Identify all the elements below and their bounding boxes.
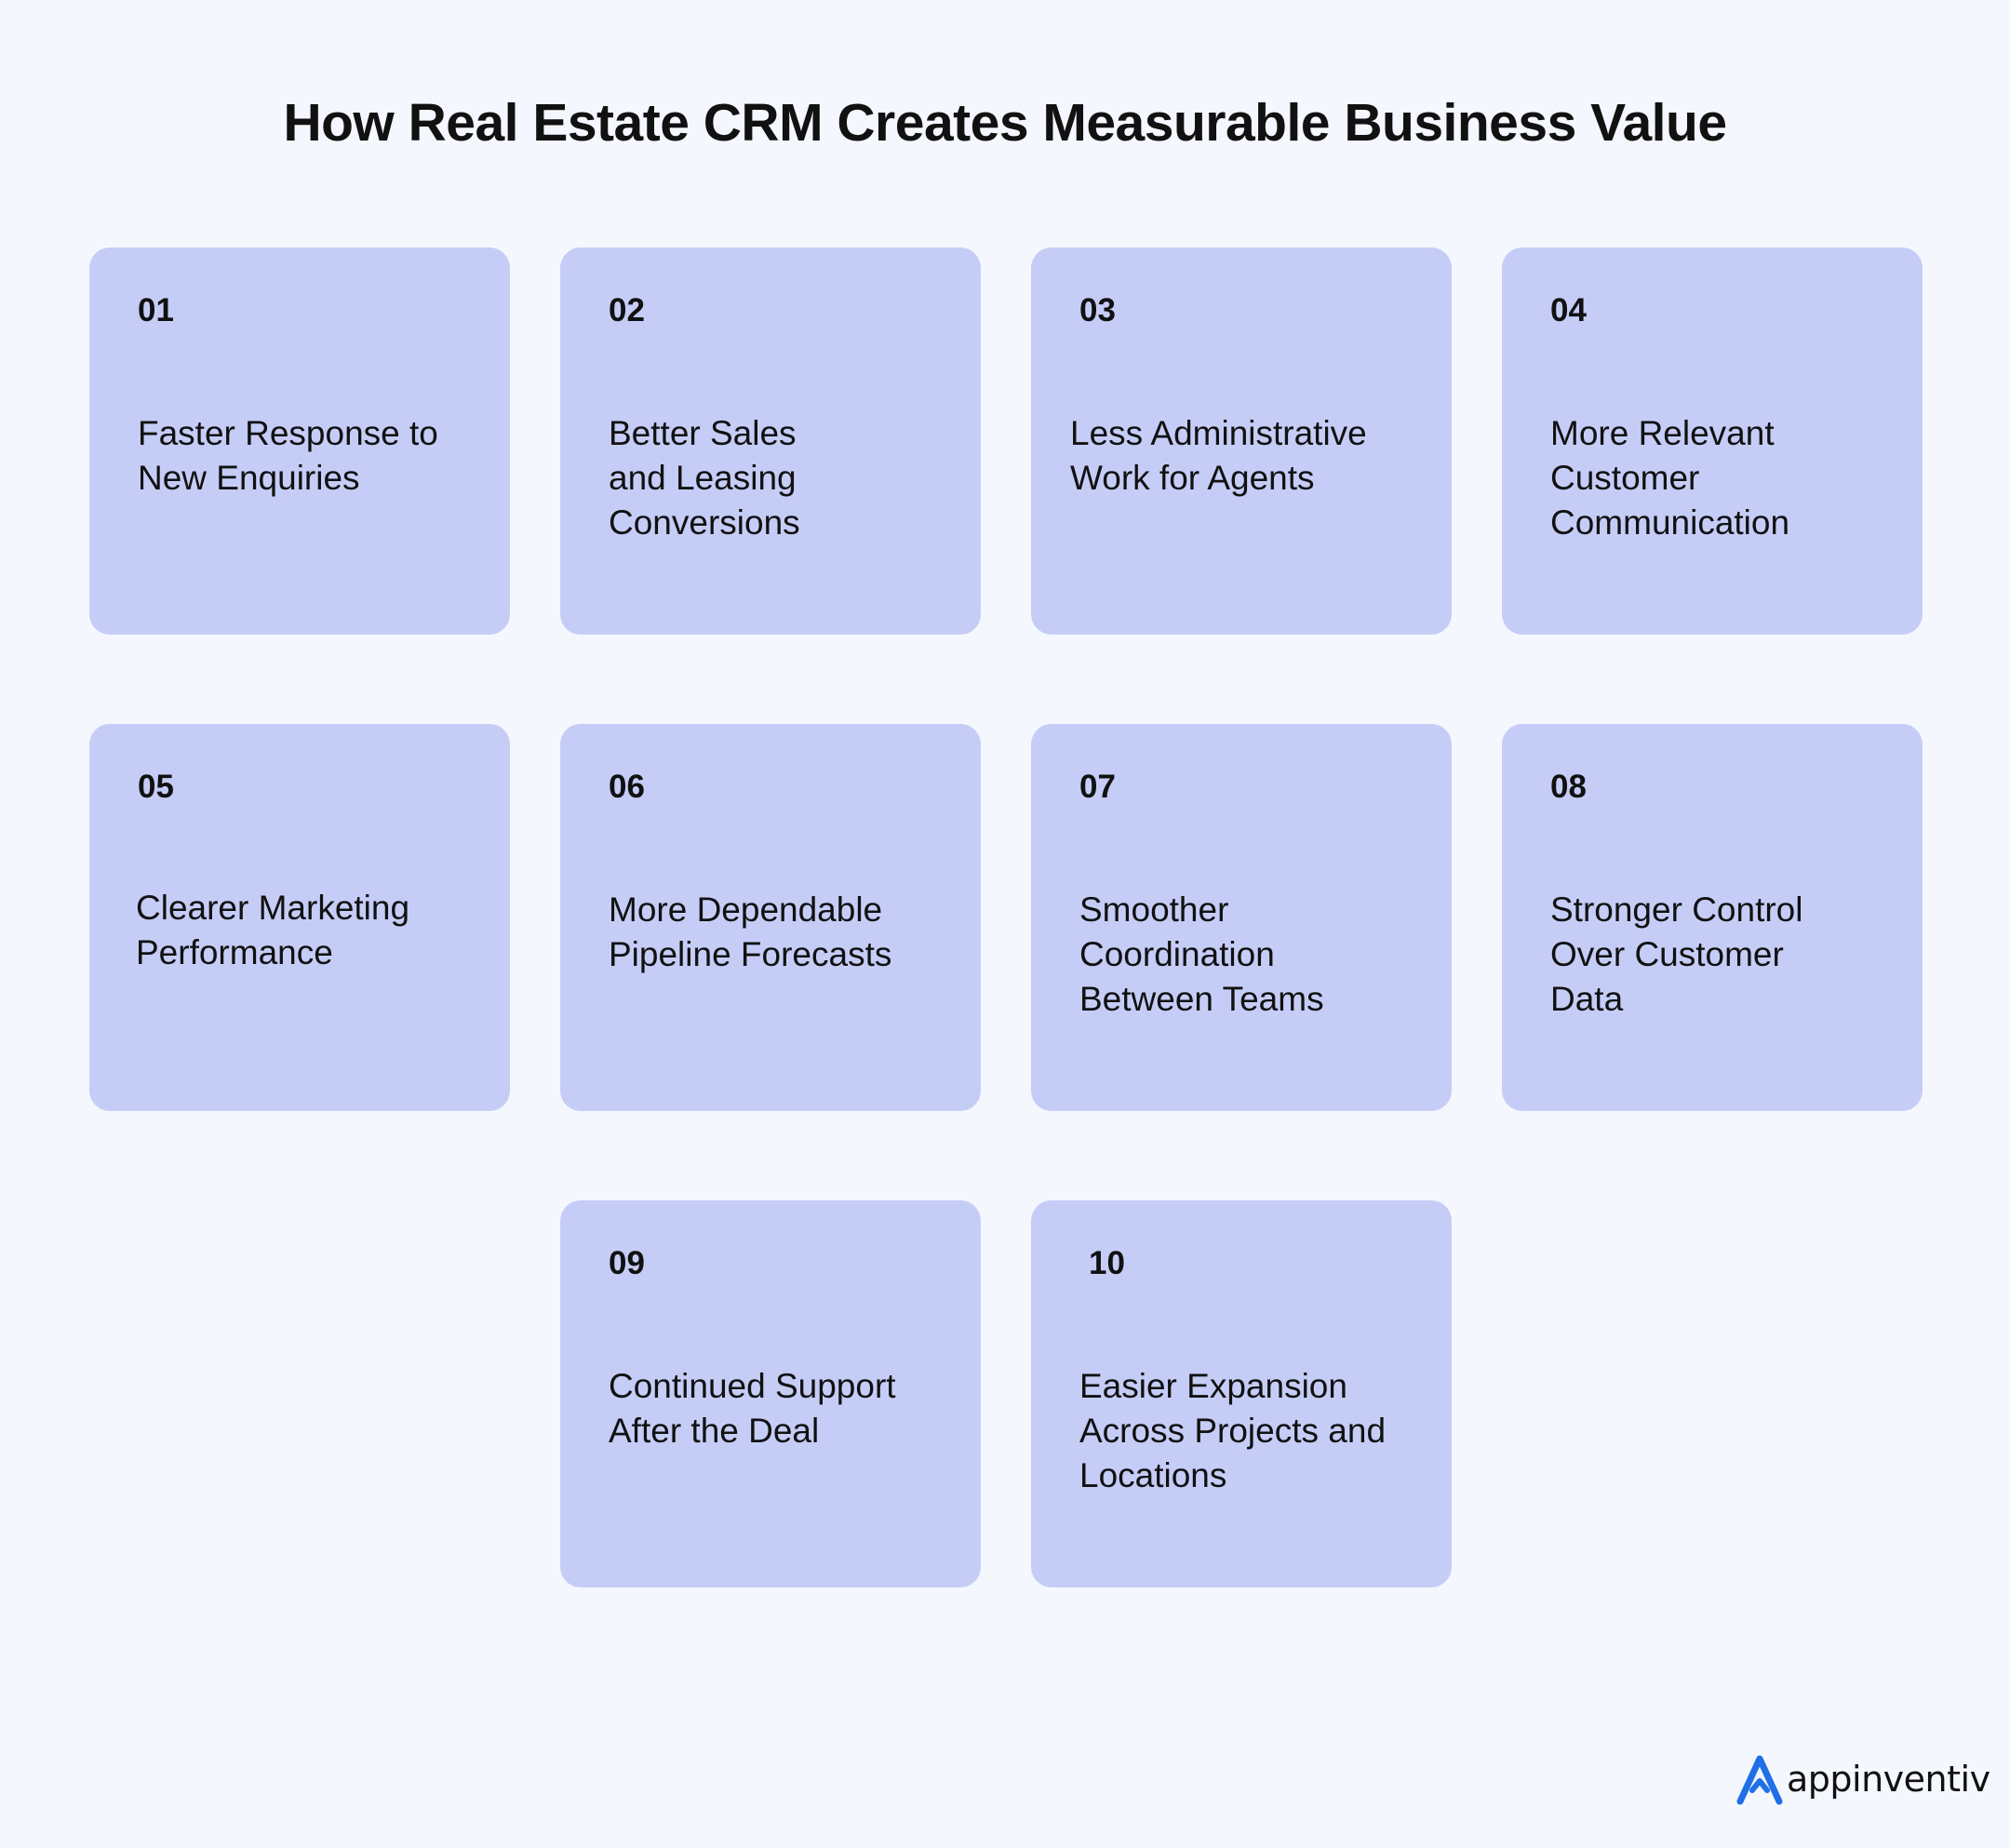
card-text: More Relevant Customer Communication (1550, 414, 1790, 542)
card-text: Less Administrative Work for Agents (1070, 414, 1367, 497)
card-text: Stronger Control Over Customer Data (1550, 891, 1803, 1018)
card-number: 04 (1550, 292, 1587, 328)
card-number: 02 (609, 292, 645, 328)
card-number: 08 (1550, 769, 1587, 805)
value-card-09: 09 Continued Support After the Deal (560, 1200, 981, 1587)
card-number: 05 (138, 769, 174, 805)
brand-name: appinventiv (1787, 1759, 1990, 1800)
value-card-01: 01 Faster Response to New Enquiries (89, 248, 510, 635)
page-title: How Real Estate CRM Creates Measurable B… (283, 93, 1727, 153)
appinventiv-logo-icon (1736, 1755, 1783, 1805)
card-text: Easier Expansion Across Projects and Loc… (1079, 1367, 1387, 1494)
value-card-08: 08 Stronger Control Over Customer Data (1502, 724, 1923, 1111)
value-card-04: 04 More Relevant Customer Communication (1502, 248, 1923, 635)
card-text: Smoother Coordination Between Teams (1079, 891, 1324, 1018)
value-card-07: 07 Smoother Coordination Between Teams (1031, 724, 1452, 1111)
card-number: 10 (1089, 1245, 1125, 1281)
card-number: 09 (609, 1245, 645, 1281)
brand-logo[interactable]: appinventiv (1735, 1751, 1990, 1807)
card-text: Continued Support After the Deal (609, 1367, 896, 1450)
card-number: 06 (609, 769, 645, 805)
card-text: Clearer Marketing Performance (136, 889, 410, 971)
value-card-05: 05 Clearer Marketing Performance (89, 724, 510, 1111)
value-card-02: 02 Better Sales and Leasing Conversions (560, 248, 981, 635)
card-number: 07 (1079, 769, 1116, 805)
card-text: Better Sales and Leasing Conversions (609, 414, 800, 542)
card-text: Faster Response to New Enquiries (138, 414, 438, 497)
value-card-10: 10 Easier Expansion Across Projects and … (1031, 1200, 1452, 1587)
card-number: 03 (1079, 292, 1116, 328)
card-number: 01 (138, 292, 174, 328)
value-card-03: 03 Less Administrative Work for Agents (1031, 248, 1452, 635)
card-text: More Dependable Pipeline Forecasts (609, 891, 892, 973)
value-card-06: 06 More Dependable Pipeline Forecasts (560, 724, 981, 1111)
